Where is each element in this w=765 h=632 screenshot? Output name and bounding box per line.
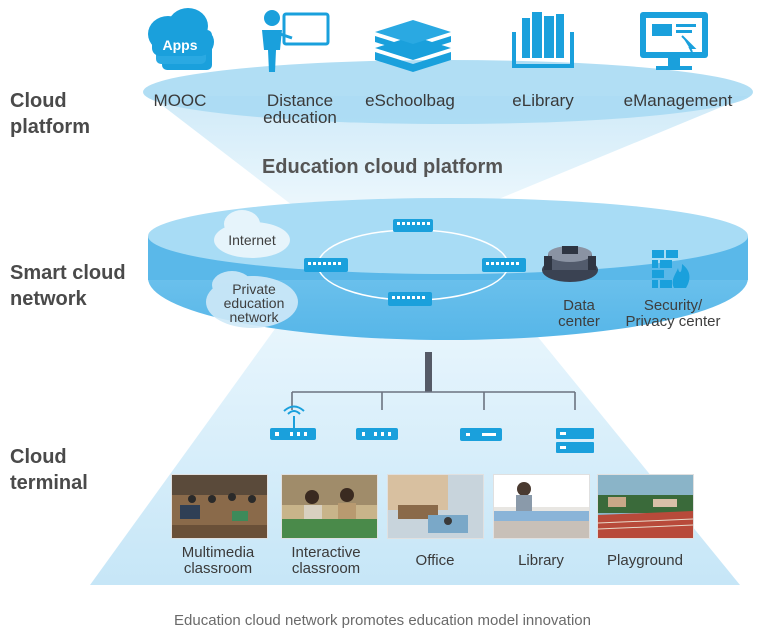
svg-text:Apps: Apps (163, 37, 198, 53)
mooc-apps-icon: Apps (148, 8, 214, 70)
platform-item-distance-education: Distance education (263, 91, 337, 127)
teacher-board-icon (262, 10, 330, 72)
terminal-item-office: Office (415, 552, 455, 569)
data-center-icon (542, 246, 598, 282)
private-network-label: Private education network (223, 281, 285, 325)
platform-item-emanagement: eManagement (623, 91, 733, 110)
security-center-label: Security/ Privacy center (625, 297, 721, 330)
data-center-label: Data center (558, 297, 600, 330)
office-photo (387, 474, 484, 539)
platform-item-mooc: MOOC (153, 91, 207, 110)
layer-label-cloud-platform: Cloud platform (10, 90, 90, 138)
figure-caption: Education cloud network promotes educati… (174, 612, 591, 629)
switch-icon (304, 258, 348, 272)
books-stack-icon (375, 20, 451, 72)
multimedia-classroom-photo (171, 474, 268, 539)
interactive-classroom-photo (281, 474, 378, 539)
platform-ellipse (143, 60, 753, 124)
terminal-item-interactive-classroom: Interactive classroom (291, 544, 361, 577)
access-point-icon (356, 428, 398, 440)
switch-icon (482, 258, 526, 272)
gateway-icon (460, 428, 502, 441)
terminal-item-multimedia-classroom: Multimedia classroom (181, 544, 255, 577)
internet-cloud (214, 210, 290, 258)
layer-label-smart-cloud-network: Smart cloud network (10, 262, 126, 310)
library-photo (493, 474, 590, 539)
platform-item-elibrary: eLibrary (512, 91, 574, 110)
library-shelf-icon (512, 12, 574, 68)
internet-label: Internet (228, 232, 276, 248)
switch-icon (393, 219, 433, 232)
private-network-cloud (206, 271, 298, 328)
platform-item-eschoolbag: eSchoolbag (365, 91, 455, 110)
playground-photo (597, 474, 694, 539)
platform-title: Education cloud platform (261, 156, 504, 178)
layer-label-cloud-terminal: Cloud terminal (10, 446, 88, 494)
switch-icon (388, 292, 432, 306)
terminal-bus (291, 391, 576, 410)
terminal-item-library: Library (518, 552, 564, 569)
network-disk-top (148, 198, 748, 274)
server-stack-icon (556, 428, 594, 453)
security-firewall-icon (652, 250, 690, 288)
management-monitor-icon (640, 12, 708, 70)
uplink-pole (425, 352, 432, 392)
wireless-router-icon (270, 405, 316, 440)
upper-funnel (150, 96, 748, 215)
terminal-item-playground: Playground (607, 552, 683, 569)
